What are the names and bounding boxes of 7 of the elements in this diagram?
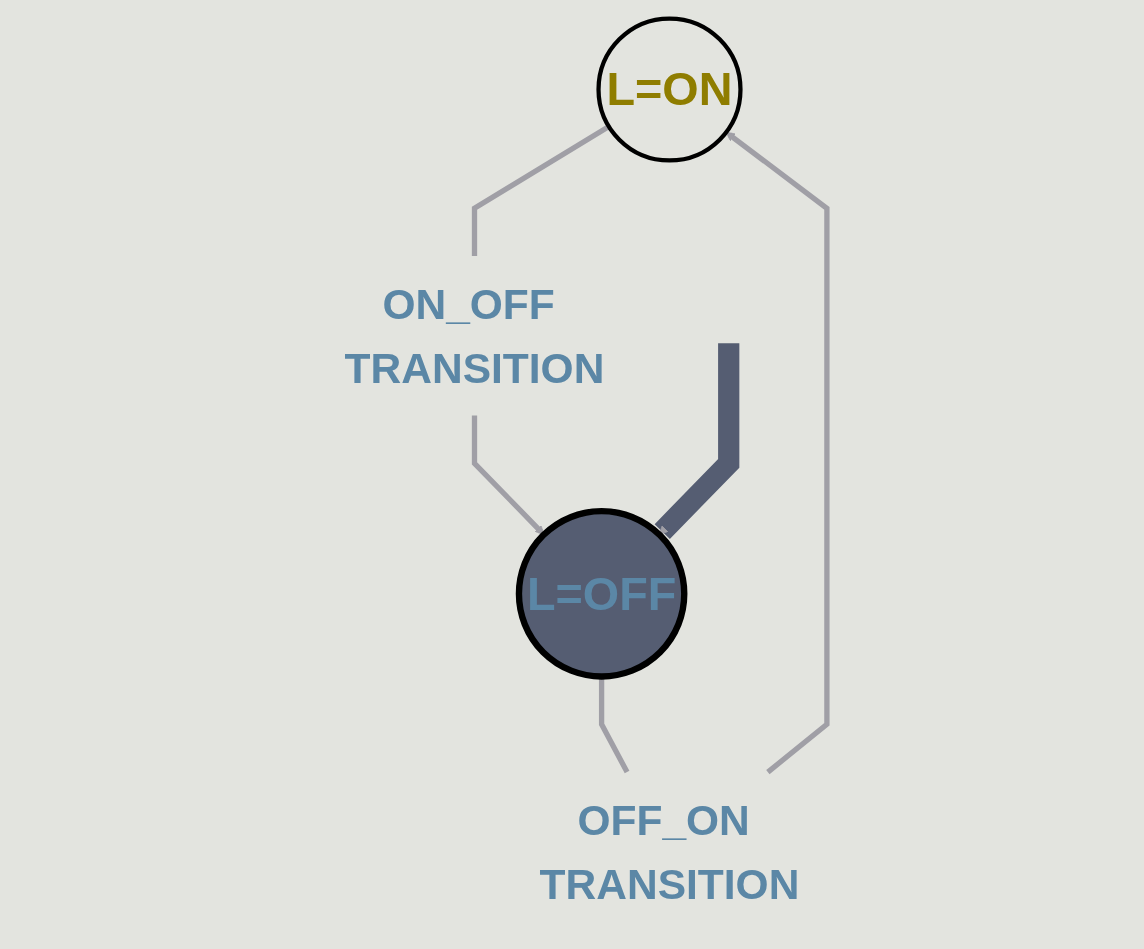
connector xyxy=(471,123,611,256)
arrow xyxy=(725,131,830,774)
node-circle: L=ON xyxy=(596,15,743,163)
arrow xyxy=(654,342,740,539)
node-text: ON_OFF TRANSITION xyxy=(344,280,605,391)
node-text: OFF_ON TRANSITION xyxy=(539,796,800,907)
arrow xyxy=(471,415,545,535)
